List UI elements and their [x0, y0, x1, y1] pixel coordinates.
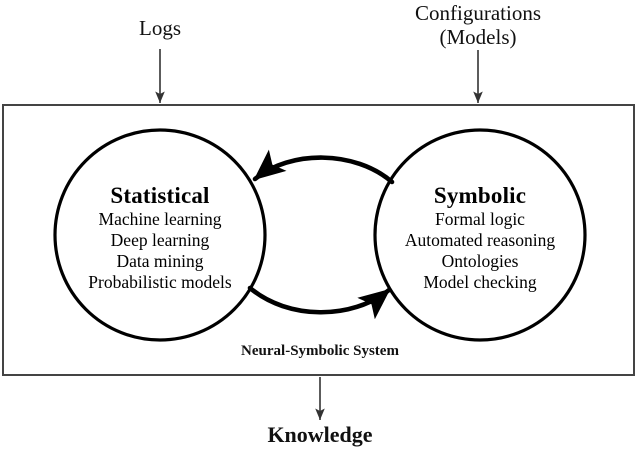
configurations-line-1: Configurations [415, 1, 541, 25]
statistical-title: Statistical [110, 183, 210, 208]
statistical-item-2: Deep learning [110, 230, 210, 250]
system-boundary-label: Neural-Symbolic System [241, 343, 399, 359]
configurations-input-label: Configurations (Models) [388, 1, 568, 50]
symbolic-item-1: Formal logic [435, 209, 525, 229]
symbolic-node-text: Symbolic Formal logic Automated reasonin… [365, 183, 595, 293]
symbolic-item-4: Model checking [423, 272, 537, 292]
symbolic-item-3: Ontologies [441, 251, 519, 271]
symbolic-title: Symbolic [433, 183, 527, 208]
symbolic-circle [373, 128, 587, 342]
symbolic-item-2: Automated reasoning [404, 230, 556, 250]
statistical-node-text: Statistical Machine learning Deep learni… [45, 183, 275, 293]
statistical-item-1: Machine learning [98, 209, 222, 229]
statistical-item-3: Data mining [116, 251, 204, 271]
system-boundary-box [2, 104, 635, 376]
statistical-item-4: Probabilistic models [88, 272, 232, 292]
configurations-line-2: (Models) [439, 24, 517, 49]
statistical-to-symbolic-arrow [247, 285, 392, 320]
logs-input-label: Logs [139, 16, 181, 40]
symbolic-to-statistical-arrow [252, 149, 395, 185]
knowledge-output-label: Knowledge [267, 422, 373, 447]
statistical-circle [53, 128, 267, 342]
